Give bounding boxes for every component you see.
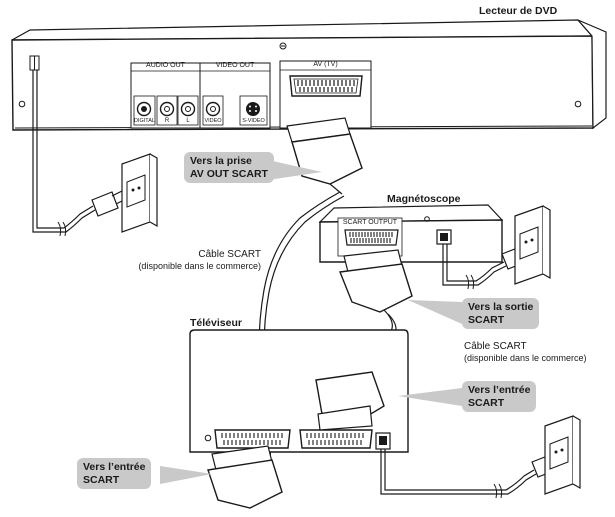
vcr <box>318 204 504 263</box>
scart-cable-1-label: Câble SCART (disponible dans le commerce… <box>119 249 261 271</box>
callout-tv-input: Vers l’entrée SCART <box>77 458 152 490</box>
dvd-player-title: Lecteur de DVD <box>479 5 558 17</box>
jack-r-label: R <box>164 118 170 124</box>
wall-outlet-3-icon <box>544 415 581 495</box>
scart-cable-2-name: Câble SCART <box>464 341 527 352</box>
tv-title: Téléviseur <box>190 317 242 329</box>
digital-jack-icon <box>136 101 152 117</box>
callout-vcr-input-line1: Vers l’entrée <box>468 384 531 396</box>
vcr-scart-output-label: SCART OUTPUT <box>342 219 398 226</box>
wall-outlet-2-icon <box>514 205 551 285</box>
callout-vcr-output: Vers la sortie SCART <box>462 298 540 330</box>
scart-cable-2-note: (disponible dans le commerce) <box>464 352 587 363</box>
callout-dvd-av-out-line1: Vers la prise <box>190 155 252 167</box>
video-out-label: VIDEO OUT <box>215 62 255 69</box>
callout-vcr-output-line2: SCART <box>468 313 505 326</box>
av-tv-label: AV (TV) <box>313 61 338 68</box>
scart-cable-1-name: Câble SCART <box>198 249 261 260</box>
jack-l-label: L <box>186 118 190 124</box>
vcr-power-inlet-icon <box>436 229 452 245</box>
tv-scart-socket-2-icon <box>299 429 373 449</box>
callout-pointers <box>160 160 462 484</box>
dvd-player <box>11 19 607 131</box>
jack-svideo-label: S-VIDEO <box>242 118 265 124</box>
vcr-scart-socket-icon <box>344 229 399 246</box>
callout-vcr-input-line2: SCART <box>468 396 505 409</box>
wall-outlet-1-icon <box>121 153 158 233</box>
jack-video-label: VIDEO <box>204 118 222 124</box>
tv-scart-socket-1-icon <box>204 429 291 449</box>
callout-tv-input-line2: SCART <box>83 473 120 486</box>
audio-l-jack-icon <box>180 101 196 117</box>
scart-cable-2-label: Câble SCART (disponible dans le commerce… <box>464 341 587 363</box>
dvd-scart-socket-icon <box>289 75 363 97</box>
dvd-power-cord <box>32 70 96 237</box>
vcr-power-cord <box>442 244 507 290</box>
callout-tv-input-line1: Vers l’entrée <box>83 461 146 473</box>
jack-digital-label: DIGITAL <box>134 118 155 124</box>
callout-vcr-input: Vers l’entrée SCART <box>462 381 537 413</box>
vcr-title: Magnétoscope <box>387 193 461 205</box>
vcr-scart-plug-icon <box>339 249 413 313</box>
scart-cable-1-note: (disponible dans le commerce) <box>138 260 261 271</box>
tv-power-cord <box>380 449 537 499</box>
svideo-jack-icon <box>246 102 260 116</box>
callout-dvd-av-out-line2: AV OUT SCART <box>190 167 268 180</box>
audio-r-jack-icon <box>159 101 175 117</box>
callout-dvd-av-out: Vers la prise AV OUT SCART <box>184 152 274 184</box>
audio-out-label: AUDIO OUT <box>146 62 185 69</box>
tv-input-scart-plug-icon <box>315 371 385 431</box>
tv-power-inlet-icon <box>375 432 391 450</box>
callout-vcr-output-line1: Vers la sortie <box>468 301 534 313</box>
video-jack-icon <box>205 101 221 117</box>
tv-bottom-scart-plug-icon <box>207 445 283 509</box>
